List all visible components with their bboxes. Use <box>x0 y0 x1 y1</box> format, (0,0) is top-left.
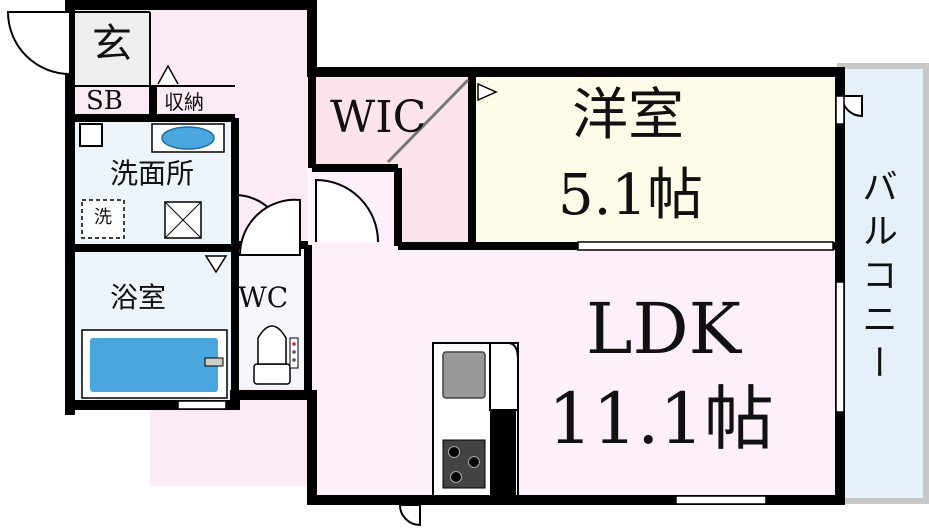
toilet-button-2 <box>292 350 296 354</box>
ldk-floor <box>310 245 840 501</box>
bathtub-water <box>90 338 218 392</box>
burner-3-icon <box>450 471 462 483</box>
toilet-button-3 <box>292 358 296 362</box>
storage-label: 収納 <box>164 90 204 114</box>
bottom-door[interactable] <box>398 504 421 527</box>
window-bathroom <box>177 400 227 410</box>
storage-floor <box>153 86 228 116</box>
entrance-door[interactable] <box>6 11 71 76</box>
washroom-label: 洗面所 <box>110 157 195 190</box>
bathroom-label: 浴室 <box>110 281 167 314</box>
entrance-floor <box>75 8 153 86</box>
window-western-right <box>835 95 845 125</box>
western-room-label: 洋室 <box>572 83 684 148</box>
toilet-bowl-icon <box>257 325 287 365</box>
wic-label: WIC <box>330 92 427 143</box>
sink-icon <box>161 126 215 150</box>
ldk-label: LDK <box>586 288 741 370</box>
window-ldk-right <box>835 281 845 413</box>
wic-arrow-icon <box>477 82 498 102</box>
kitchen-wall-block <box>490 410 516 498</box>
entrance-label: 玄 <box>92 21 132 67</box>
balcony-label: バルコニー <box>856 168 897 388</box>
toilet-label: WC <box>238 281 289 314</box>
burner-2-icon <box>468 456 480 468</box>
kitchen-sink-icon <box>442 351 486 399</box>
western-room-size: 5.1帖 <box>558 163 704 228</box>
kitchen-end <box>489 342 519 411</box>
washer-label: 洗 <box>94 207 112 228</box>
wic-diagonal <box>386 78 470 164</box>
washroom-wall-stub <box>79 123 103 147</box>
ldk-door[interactable] <box>315 178 379 243</box>
burner-1-icon <box>448 446 460 458</box>
shoe-box-label: SB <box>86 86 123 116</box>
window-western-divider <box>577 241 834 251</box>
storage-arrow-icon <box>157 64 179 85</box>
wic-inner-floor <box>400 168 475 246</box>
ldk-size: 11.1帖 <box>548 378 774 460</box>
wic-floor <box>310 70 475 170</box>
western-room-floor <box>475 70 840 245</box>
toilet-button-1 <box>292 342 296 346</box>
shoe-box-floor <box>75 86 153 116</box>
window-ldk-bottom <box>675 495 767 505</box>
floor-drain-x2 <box>164 201 202 239</box>
toilet-door[interactable] <box>238 198 301 256</box>
washer-space <box>81 199 125 239</box>
toilet-tank <box>253 363 291 385</box>
partitions <box>75 11 235 87</box>
faucet-icon <box>204 357 224 367</box>
washroom-arrow-icon <box>204 255 228 274</box>
